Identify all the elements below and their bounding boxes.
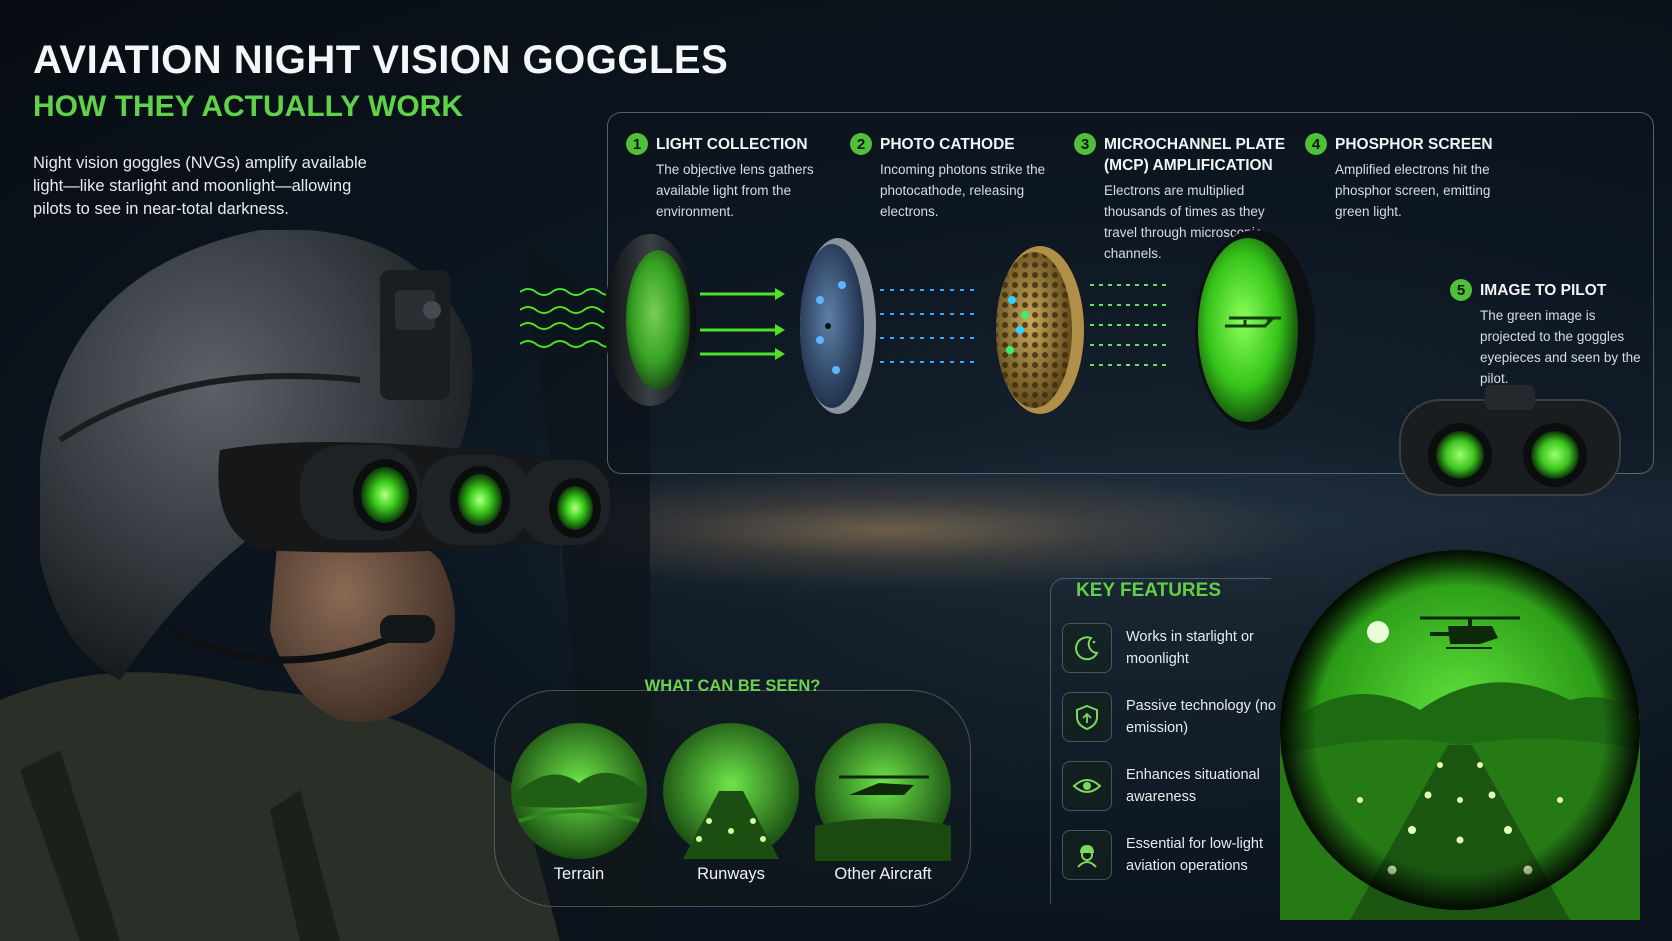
photocathode-disc: [800, 238, 876, 414]
step-title: PHOSPHOR SCREEN: [1335, 136, 1493, 153]
background-city-lights: [600, 470, 1320, 590]
microchannel-plate: [996, 246, 1084, 414]
step-description: Electrons are multiplied thousands of ti…: [1104, 183, 1265, 261]
step-number: 5: [1450, 279, 1472, 301]
pilot-illustration: [0, 230, 650, 941]
key-features-panel: [1050, 578, 1271, 904]
electron-stream: [880, 289, 980, 363]
feature-text: Passive technology (no emission): [1126, 698, 1276, 736]
eye-icon: [1062, 761, 1112, 811]
step-description: The objective lens gathers available lig…: [656, 162, 814, 219]
terrain-thumbnail: [511, 723, 647, 859]
objective-lens: [604, 234, 696, 406]
aircraft-thumbnail: [815, 723, 951, 861]
step-1: 1 LIGHT COLLECTION The objective lens gat…: [626, 133, 836, 222]
runways-thumbnail: [663, 723, 799, 859]
goggles-eyepiece-illustration: [1399, 385, 1621, 496]
step-title: IMAGE TO PILOT: [1480, 282, 1607, 299]
feature-item: Enhances situational awareness: [1062, 761, 1276, 811]
step-number: 4: [1305, 133, 1327, 155]
shield-icon: [1062, 692, 1112, 742]
page-subtitle: HOW THEY ACTUALLY WORK: [33, 90, 464, 123]
step-5: 5 IMAGE TO PILOT The green image is proje…: [1450, 279, 1650, 389]
seen-item-label: Runways: [697, 865, 765, 883]
step-number: 3: [1074, 133, 1096, 155]
feature-item: Essential for low-light aviation operati…: [1062, 830, 1276, 880]
step-description: The green image is projected to the gogg…: [1480, 308, 1641, 386]
photon-beams: [700, 292, 775, 356]
step-title: LIGHT COLLECTION: [656, 136, 808, 153]
what-can-be-seen-title: WHAT CAN BE SEEN?: [644, 677, 821, 695]
feature-text: Works in starlight or moonlight: [1126, 629, 1254, 667]
step-title: PHOTO CATHODE: [880, 136, 1015, 153]
key-features-title: KEY FEATURES: [1076, 580, 1221, 601]
step-4: 4 PHOSPHOR SCREEN Amplified electrons hit…: [1305, 133, 1505, 222]
feature-text: Essential for low-light aviation operati…: [1126, 836, 1263, 874]
process-diagram: [520, 230, 1315, 430]
seen-item-label: Other Aircraft: [834, 865, 932, 883]
night-vision-scope-view: [1280, 550, 1640, 920]
page-title: AVIATION NIGHT VISION GOGGLES: [33, 38, 729, 82]
feature-text: Enhances situational awareness: [1126, 767, 1260, 805]
phosphor-screen: [1195, 230, 1315, 430]
what-can-be-seen-panel: WHAT CAN BE SEEN? Terrain Runways Other …: [494, 677, 971, 907]
incoming-light-waves: [520, 288, 617, 348]
pilot-icon: [1062, 830, 1112, 880]
step-number: 1: [626, 133, 648, 155]
seen-thumbnails: [511, 723, 951, 861]
step-description: Incoming photons strike the photocathode…: [880, 162, 1046, 219]
step-2: 2 PHOTO CATHODE Incoming photons strike t…: [850, 133, 1050, 222]
feature-item: Works in starlight or moonlight: [1062, 623, 1276, 673]
step-description: Amplified electrons hit the phosphor scr…: [1335, 162, 1491, 219]
step-number: 2: [850, 133, 872, 155]
step-title: MICROCHANNEL PLATE (MCP) AMPLIFICATION: [1104, 136, 1286, 174]
intro-text: Night vision goggles (NVGs) amplify avai…: [33, 154, 367, 218]
seen-item-label: Terrain: [553, 865, 605, 883]
moon-icon: [1062, 623, 1112, 673]
amplified-electron-stream: [1090, 284, 1170, 366]
feature-item: Passive technology (no emission): [1062, 692, 1276, 742]
